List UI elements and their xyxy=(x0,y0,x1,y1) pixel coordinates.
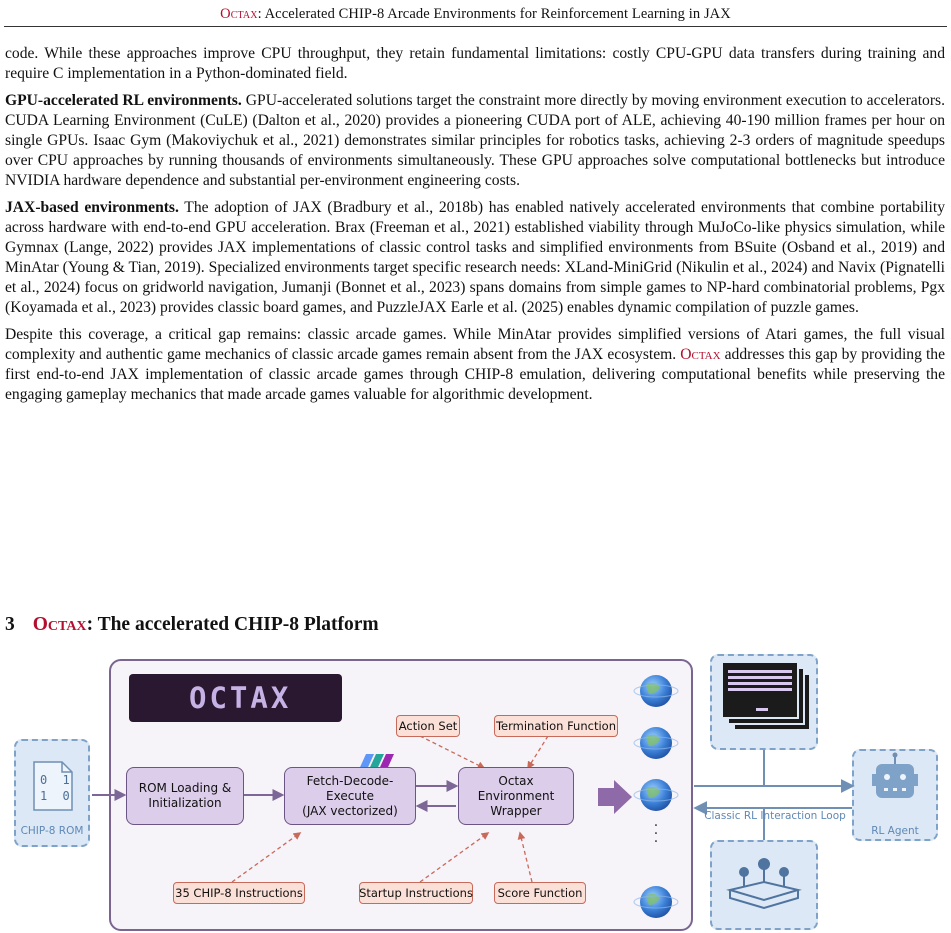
paragraph-jax-heading: JAX-based environments. xyxy=(5,199,179,216)
startup-instructions-tag: Startup Instructions xyxy=(359,882,473,904)
score-arrow xyxy=(517,831,533,883)
game-screen-icon xyxy=(721,661,811,731)
action-set-tag: Action Set xyxy=(396,715,460,737)
termination-function-tag: Termination Function xyxy=(494,715,618,737)
octax-logo: OCTAX xyxy=(129,674,342,722)
running-header: Octax: Accelerated CHIP-8 Arcade Environ… xyxy=(0,6,951,23)
paragraph-gpu-heading: GPU-accelerated RL environments. xyxy=(5,92,242,109)
globe-icon xyxy=(633,779,679,811)
header-title: : Accelerated CHIP-8 Arcade Environments… xyxy=(257,6,731,22)
paragraph-gpu: GPU-accelerated RL environments. GPU-acc… xyxy=(5,91,945,191)
section-number: 3 xyxy=(5,614,15,635)
architecture-figure: OCTAX 0 1 1 0 CHIP-8 ROM ROM Loading & I… xyxy=(0,650,951,933)
logo-wordmark: OCTAX xyxy=(189,681,292,715)
controller-box xyxy=(710,840,818,930)
instructions-arrow xyxy=(231,832,302,883)
globe-icon xyxy=(633,886,679,918)
fetch-decode-execute-box: Fetch-Decode-Execute (JAX vectorized) xyxy=(284,767,416,825)
robot-icon xyxy=(872,752,918,798)
section-title: 3 Octax: The accelerated CHIP-8 Platform xyxy=(5,614,379,636)
startup-arrow xyxy=(419,832,490,883)
fanout-arrow xyxy=(598,780,632,814)
rom-document-icon xyxy=(33,761,73,811)
environment-wrapper-box: Octax Environment Wrapper xyxy=(458,767,574,825)
rom-bits-row: 0 1 xyxy=(40,773,74,787)
rom-label: CHIP-8 ROM xyxy=(20,825,84,837)
joystick-icon xyxy=(726,858,802,910)
paragraph-gpu-text: GPU-accelerated solutions target the con… xyxy=(5,92,945,189)
ellipsis-dots: · · · xyxy=(653,818,659,850)
score-function-tag: Score Function xyxy=(494,882,586,904)
rom-loading-box: ROM Loading & Initialization xyxy=(126,767,244,825)
termination-arrow xyxy=(527,735,549,770)
header-brand: Octax xyxy=(220,6,258,22)
paragraph-jax-text: The adoption of JAX (Bradbury et al., 20… xyxy=(5,199,945,316)
rom-bits: 0 1 1 0 xyxy=(40,772,74,804)
globe-icon xyxy=(633,675,679,707)
paragraph-gap-text-a: Despite this coverage, a critical gap re… xyxy=(5,326,945,363)
section-title-text: : The accelerated CHIP-8 Platform xyxy=(86,614,379,635)
globe-icon xyxy=(633,727,679,759)
action-set-arrow xyxy=(419,735,486,769)
paragraph-1: code. While these approaches improve CPU… xyxy=(5,45,945,82)
paragraph-jax: JAX-based environments. The adoption of … xyxy=(5,198,945,318)
chip8-rom-box xyxy=(14,739,90,847)
body-text: code. While these approaches improve CPU… xyxy=(5,44,945,412)
environment-globes xyxy=(633,675,679,918)
rom-bits-row: 1 0 xyxy=(40,789,74,803)
header-rule xyxy=(4,26,947,27)
paragraph-gap-brand: Octax xyxy=(680,346,721,363)
interaction-loop-label: Classic RL Interaction Loop xyxy=(704,810,846,822)
paragraph-gap-text-b: addresses this gap by providing the firs… xyxy=(5,346,945,403)
section-brand: Octax xyxy=(32,614,87,635)
chip8-instructions-tag: 35 CHIP-8 Instructions xyxy=(173,882,305,904)
rl-agent-label: RL Agent xyxy=(871,825,919,837)
paragraph-gap: Despite this coverage, a critical gap re… xyxy=(5,325,945,405)
